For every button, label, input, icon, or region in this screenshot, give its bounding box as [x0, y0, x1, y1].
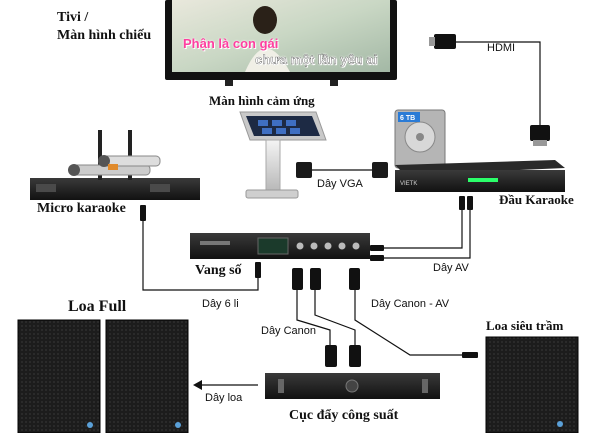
touchscreen-label: Màn hình cảm ứng: [209, 93, 315, 108]
full-speakers-label: Loa Full: [68, 298, 127, 315]
subwoofer: [485, 336, 579, 433]
cable-6mm-label: Dây 6 li: [202, 298, 239, 310]
canon-label: Dây Canon: [261, 325, 317, 337]
canon-av-cable: [354, 290, 468, 356]
speaker-cable-arrowhead: [193, 380, 202, 390]
amplifier-label: Cục đẩy công suất: [289, 408, 399, 423]
hard-disk: 6 TB: [394, 109, 446, 169]
tv-label-line-2: Màn hình chiếu: [57, 28, 152, 43]
subwoofer-label: Loa siêu trầm: [486, 318, 564, 333]
disk-capacity-label: 6 TB: [400, 115, 415, 122]
canon-av-label: Dây Canon - AV: [371, 298, 450, 310]
cables: [142, 41, 541, 386]
amplifier: [265, 373, 440, 399]
amp-canon-plugs: [325, 345, 361, 367]
speaker-cable-label: Dây loa: [205, 392, 243, 404]
vga-plug-left: [296, 162, 312, 178]
vga-plug-right: [372, 162, 388, 178]
tv-lyric-line-2: chưa một lần yêu ai: [255, 52, 377, 67]
canon-cable-right: [314, 290, 356, 345]
tv-lyric-line-1: Phận là con gái: [183, 36, 278, 51]
hdmi-plug-top: [429, 34, 456, 49]
hdmi-label: HDMI: [487, 42, 516, 54]
mixer-6mm-plug: [255, 262, 261, 278]
mixer: [190, 233, 370, 259]
tv: Phận là con gái chưa một lần yêu ai: [165, 0, 397, 86]
full-speaker-left: [17, 319, 101, 433]
hdmi-plug-bottom: [530, 125, 550, 146]
av-label: Dây AV: [433, 262, 469, 274]
mic-jack-plug: [140, 205, 146, 221]
karaoke-brand-text: VIETK: [400, 181, 417, 187]
mixer-canon-plugs: [292, 268, 360, 290]
touchscreen: [239, 111, 327, 199]
canon-cable-left: [296, 290, 331, 345]
av-plugs-player: [459, 196, 473, 210]
karaoke-player-label: Đầu Karaoke: [499, 192, 574, 207]
av-plugs-mixer: [370, 245, 384, 261]
mic-label: Micro karaoke: [37, 201, 126, 216]
vga-label: Dây VGA: [317, 178, 363, 190]
tv-label-line-1: Tivi /: [57, 10, 89, 25]
mixer-label: Vang số: [195, 263, 242, 278]
hdmi-cable: [455, 41, 541, 125]
subwoofer-av-plug: [462, 352, 478, 358]
full-speaker-right: [105, 319, 189, 433]
mic-cable: [142, 220, 259, 291]
mic-receiver: [30, 130, 200, 200]
karaoke-player: VIETK: [395, 160, 565, 192]
av-cable-to-player: [382, 205, 471, 259]
